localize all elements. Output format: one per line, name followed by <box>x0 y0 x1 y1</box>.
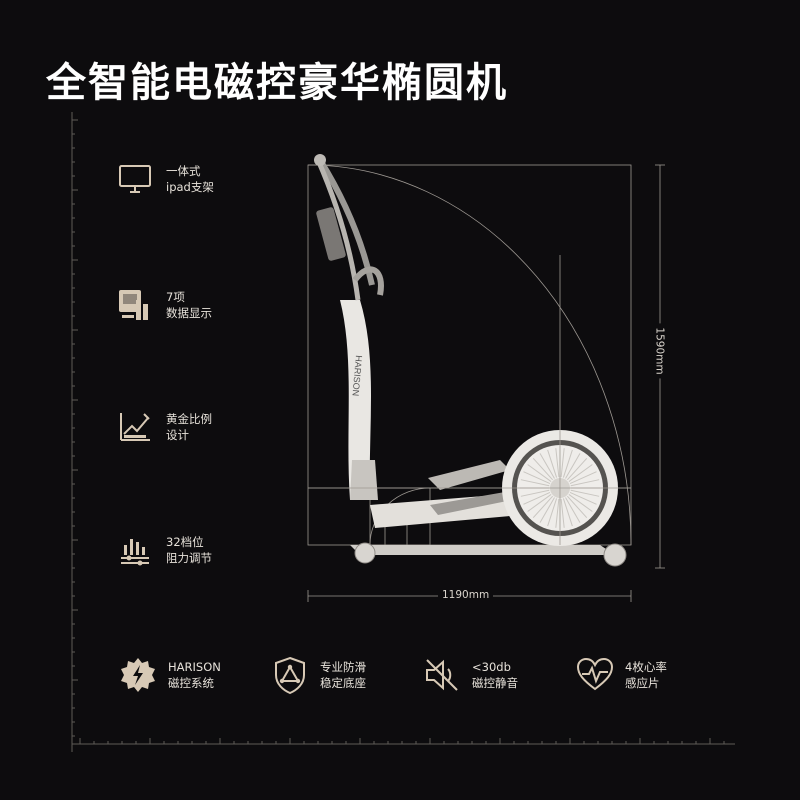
feature-label: 一体式 ipad支架 <box>166 164 214 194</box>
feature-label: 32档位 阻力调节 <box>166 535 212 565</box>
heart-pulse-icon <box>576 657 614 691</box>
feature-label: 黄金比例 设计 <box>166 412 212 442</box>
page-title: 全智能电磁控豪华椭圆机 <box>46 60 508 106</box>
resistance-levels-icon <box>121 539 149 566</box>
feature-label: 7项 数据显示 <box>166 290 212 320</box>
feature-ipad-stand: 一体式 ipad支架 <box>118 162 214 196</box>
feature-label: HARISON 磁控系统 <box>168 660 221 690</box>
golden-ratio-icon <box>120 413 150 441</box>
height-dimension-label: 1590mm <box>653 323 666 379</box>
feature-anti-slip-base: 专业防滑 稳定底座 <box>270 655 366 695</box>
mute-speaker-icon <box>426 659 458 691</box>
feature-magnetic-system: HARISON 磁控系统 <box>118 655 221 695</box>
feature-resistance: 32档位 阻力调节 <box>118 533 212 567</box>
monitor-icon <box>119 165 151 193</box>
feature-label: 4枚心率 感应片 <box>625 660 667 690</box>
feature-golden-ratio: 黄金比例 设计 <box>118 410 212 444</box>
feature-heart-rate: 4枚心率 感应片 <box>575 655 667 695</box>
feature-label: <30db 磁控静音 <box>472 660 518 690</box>
width-dimension-label: 1190mm <box>438 589 494 601</box>
gear-lightning-icon <box>121 658 155 692</box>
data-display-icon <box>119 290 148 320</box>
feature-data-display: 7项 数据显示 <box>118 288 212 322</box>
feature-label: 专业防滑 稳定底座 <box>320 660 366 690</box>
brand-text: HARISON <box>350 355 364 397</box>
feature-silent: <30db 磁控静音 <box>422 655 518 695</box>
shield-triangle-icon <box>275 656 305 695</box>
